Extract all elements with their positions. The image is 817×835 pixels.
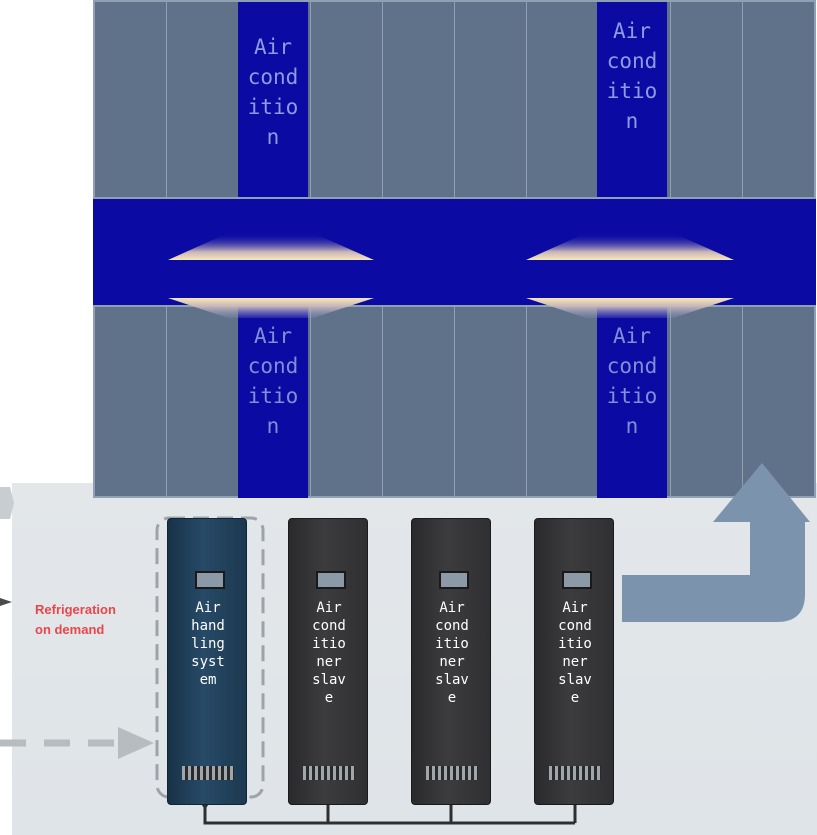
air-conditioner-bottom-right: Air cond itio n [597, 307, 667, 498]
air-conditioner-slave-rack: Air cond itio ner slav e [534, 518, 614, 805]
air-handling-system-rack: Air hand ling syst em [167, 518, 247, 805]
control-screen [195, 571, 225, 589]
vent-grille [303, 766, 355, 780]
control-dashed-arrow [0, 727, 154, 759]
air-conditioner-label: Air cond itio n [606, 324, 658, 438]
callout-line-2: on demand [35, 622, 105, 637]
air-conditioner-label: Air cond itio n [247, 324, 299, 438]
vent-grille [549, 766, 601, 780]
control-screen [439, 571, 469, 589]
air-conditioner-label: Air cond itio n [606, 19, 658, 133]
air-conditioner-bottom-left: Air cond itio n [238, 307, 308, 498]
callout-line-1: Refrigeration [35, 602, 116, 617]
cold-air-glow-left [168, 233, 374, 318]
air-conditioner-label: Air cond itio n [247, 35, 299, 149]
left-edge-arrow [0, 487, 14, 606]
control-screen [316, 571, 346, 589]
return-air-arrow [622, 463, 810, 622]
air-conditioner-top-right: Air cond itio n [597, 2, 667, 197]
refrigeration-callout: Refrigeration on demand [35, 600, 116, 640]
piping-arrowheads [197, 786, 583, 810]
air-conditioner-top-left: Air cond itio n [238, 2, 308, 197]
rack-label: Air cond itio ner slav e [558, 600, 592, 706]
control-screen [562, 571, 592, 589]
rack-label: Air cond itio ner slav e [435, 600, 469, 706]
cold-air-glow-right [526, 233, 734, 318]
air-conditioner-slave-rack: Air cond itio ner slav e [288, 518, 368, 805]
rack-label: Air hand ling syst em [191, 600, 225, 688]
rack-label: Air cond itio ner slav e [312, 600, 346, 706]
air-conditioner-slave-rack: Air cond itio ner slav e [411, 518, 491, 805]
vent-grille [426, 766, 478, 780]
vent-grille [182, 766, 234, 780]
control-piping [203, 797, 577, 825]
